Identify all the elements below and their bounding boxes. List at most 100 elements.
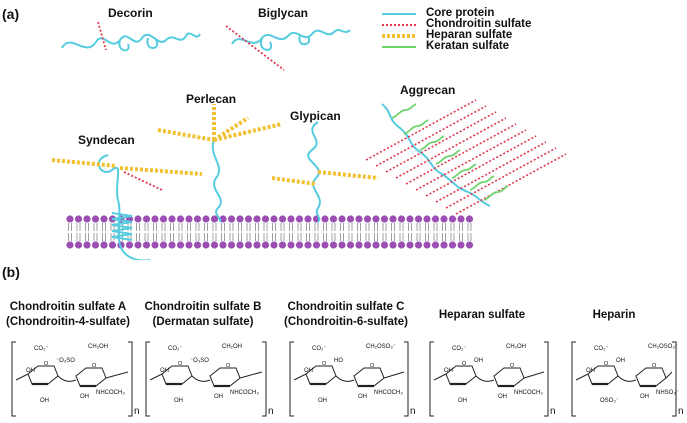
membrane-lipid-head xyxy=(440,215,448,223)
membrane-lipid-head xyxy=(278,215,287,223)
heparan-hexosamine-ring-oxygen: O xyxy=(510,363,515,369)
heparan-chain-link-right xyxy=(523,371,545,379)
label-perlecan: Perlecan xyxy=(186,92,237,106)
heparin-label-c4: OH xyxy=(616,358,625,364)
heparan-hexosamine-ring xyxy=(493,367,525,387)
membrane-lipid-head xyxy=(202,215,210,223)
membrane-lipid-head xyxy=(312,241,321,249)
membrane-lipid-head xyxy=(380,215,389,223)
cell-membrane xyxy=(66,215,474,249)
membrane-lipid-head xyxy=(448,241,457,249)
heparin-label-oh-2: OH xyxy=(640,394,649,400)
cs-c-chain-link-left xyxy=(293,373,307,381)
legend-swatches xyxy=(382,13,416,48)
aggrecan-chondroitin-chain xyxy=(365,99,477,161)
heparan-label-c4: OH xyxy=(474,358,483,364)
membrane-lipid-head xyxy=(414,215,423,223)
membrane-lipid-head xyxy=(74,241,83,249)
biglycan-core-protein xyxy=(231,29,351,45)
cs-c-hexosamine-ring xyxy=(353,367,385,387)
membrane-lipid-head xyxy=(380,241,389,249)
heparin-label-c2-amine: NHSO₃⁻ xyxy=(656,390,679,396)
glypican-heparan-chain-1 xyxy=(271,176,317,186)
heparan-uronic-ring-oxygen: O xyxy=(462,361,467,367)
aggrecan-keratan-chain xyxy=(403,119,429,135)
membrane-lipid-head xyxy=(406,215,414,223)
biglycan-core-loop xyxy=(259,35,311,51)
heparin-label-carboxylate: CO₂⁻ xyxy=(594,346,609,352)
structure-title-heparan-sulfate: Heparan sulfate xyxy=(438,309,526,321)
cs-a-label-c6: CH₂OH xyxy=(88,344,108,350)
aggrecan-chondroitin-chain xyxy=(385,111,497,173)
cs-b-label-c4: ⁻O₃SO xyxy=(190,358,209,364)
membrane-lipid-head xyxy=(134,215,142,223)
structure-name-chondroitin-sulfate-b: Chondroitin sulfate B xyxy=(144,301,262,313)
cs-a-label-oh-1: OH xyxy=(26,368,35,374)
aggrecan-keratan-chain xyxy=(451,163,477,179)
membrane-lipid-head xyxy=(389,215,397,223)
membrane-lipid-head xyxy=(304,215,312,223)
aggrecan-chondroitin-chain xyxy=(415,129,527,191)
cs-c-label-c2-amine: NHCOCH₃ xyxy=(374,390,403,396)
cs-c-label-carboxylate: CO₂⁻ xyxy=(312,346,327,352)
membrane-lipid-head xyxy=(304,241,312,249)
aggrecan-chondroitin-chain xyxy=(395,117,507,179)
membrane-lipid-head xyxy=(244,241,253,249)
membrane-lipid-head xyxy=(389,241,397,249)
heparin-repeat-n: n xyxy=(678,406,684,417)
membrane-lipid-head xyxy=(346,215,355,223)
syndecan-transmembrane-coil xyxy=(111,212,133,241)
cs-a-label-c4: ⁻O₃SO xyxy=(56,358,75,364)
aggrecan-keratan-chain xyxy=(391,103,417,119)
cs-c-glycosidic-bond xyxy=(335,375,355,382)
disaccharide-structures: n O O CO₂⁻ ⁻O₃SO CH₂OH OH OH OH NHCOCH₃ n O O CO₂⁻ ⁻O₃… xyxy=(11,341,684,417)
membrane-lipid-head xyxy=(295,241,304,249)
cs-c-chain-link-right xyxy=(383,371,405,379)
structure-alias-chondroitin-6-sulfate: (Chondroitin-6-sulfate) xyxy=(284,316,408,328)
heparin-chain-link-right xyxy=(665,371,673,379)
heparin-glycosidic-bond xyxy=(617,375,637,382)
perlecan-heparan-chain-3 xyxy=(212,116,250,142)
membrane-lipid-head xyxy=(236,241,244,249)
membrane-lipid-head xyxy=(457,215,465,223)
membrane-lipid-head xyxy=(176,215,185,223)
membrane-lipid-head xyxy=(91,241,100,249)
label-glypican: Glypican xyxy=(290,109,341,123)
membrane-lipid-head xyxy=(100,215,108,223)
heparan-label-c2: OH xyxy=(458,398,467,404)
membrane-lipid-head xyxy=(431,215,440,223)
cs-c-label-c6: CH₂OSO₃⁻ xyxy=(366,344,396,350)
cs-a-right-bracket xyxy=(128,341,133,417)
membrane-lipid-head xyxy=(278,241,287,249)
panel-b-label: (b) xyxy=(2,264,20,280)
heparan-right-bracket xyxy=(544,341,549,417)
cs-c-repeat-n: n xyxy=(410,406,416,417)
heparin-hexosamine-ring-oxygen: O xyxy=(652,363,657,369)
aggrecan-chondroitin-chain xyxy=(455,153,567,215)
structure-name-chondroitin-sulfate-a: Chondroitin sulfate A xyxy=(9,301,127,313)
membrane-lipid-head xyxy=(423,241,431,249)
membrane-lipid-head xyxy=(287,241,295,249)
decorin-chondroitin-chain xyxy=(97,21,107,51)
cs-b-label-carboxylate: CO₂⁻ xyxy=(168,346,183,352)
cs-b-chain-link-right xyxy=(239,371,263,379)
aggrecan-glycosaminoglycan-chains xyxy=(365,99,567,215)
heparan-label-c6: CH₂OH xyxy=(506,344,526,350)
membrane-lipid-head xyxy=(440,241,448,249)
membrane-lipid-head xyxy=(465,215,474,223)
membrane-lipid-head xyxy=(236,215,244,223)
cs-c-label-oh-1: OH xyxy=(304,368,313,374)
cs-b-label-c6: CH₂OH xyxy=(222,344,242,350)
structure-alias-chondroitin-4-sulfate: (Chondroitin-4-sulfate) xyxy=(6,316,130,328)
cs-a-uronic-ring-oxygen: O xyxy=(44,361,49,367)
glypican-core-protein xyxy=(307,121,321,223)
cs-c-label-oh-2: OH xyxy=(358,394,367,400)
membrane-lipid-head xyxy=(329,241,338,249)
syndecan-heparan-chain-2 xyxy=(119,166,203,176)
cs-a-chain-link-left xyxy=(15,373,29,381)
heparin-right-bracket xyxy=(672,341,677,417)
heparan-repeat-n: n xyxy=(550,406,556,417)
cs-a-hexosamine-ring xyxy=(75,367,107,387)
membrane-lipid-head xyxy=(159,215,168,223)
membrane-lipid-head xyxy=(321,215,329,223)
